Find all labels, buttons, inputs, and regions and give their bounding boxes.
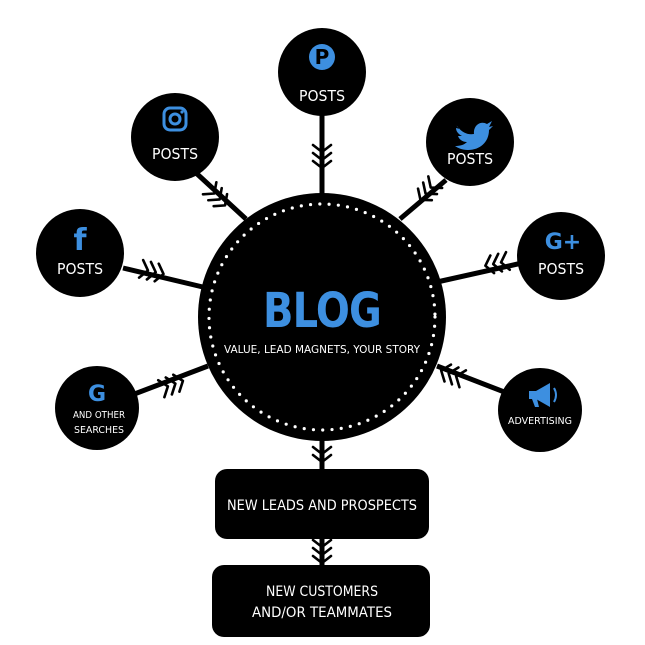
megaphone-icon bbox=[529, 383, 557, 407]
node-facebook: f POSTS bbox=[36, 209, 124, 297]
connectors bbox=[122, 115, 523, 568]
google-label-line1: AND OTHER bbox=[73, 410, 125, 421]
instagram-icon bbox=[162, 106, 188, 132]
connector-facebook bbox=[122, 265, 208, 291]
node-advertising: ADVERTISING bbox=[498, 368, 582, 452]
twitter-label: POSTS bbox=[447, 150, 493, 168]
node-google: G AND OTHER SEARCHES bbox=[55, 366, 139, 450]
customers-box: NEW CUSTOMERS AND/OR TEAMMATES bbox=[212, 565, 430, 637]
instagram-label: POSTS bbox=[152, 145, 198, 163]
facebook-label: POSTS bbox=[57, 260, 103, 278]
pinterest-label: POSTS bbox=[299, 87, 345, 105]
advertising-label: ADVERTISING bbox=[508, 416, 572, 427]
customers-label-line2: AND/OR TEAMMATES bbox=[252, 605, 392, 621]
googleplus-label: POSTS bbox=[538, 260, 584, 278]
google-plus-icon: G+ bbox=[545, 230, 582, 255]
google-label-line2: SEARCHES bbox=[74, 425, 124, 436]
pinterest-icon: P bbox=[309, 44, 335, 70]
svg-text:P: P bbox=[315, 45, 330, 69]
blog-hub: BLOG VALUE, LEAD MAGNETS, YOUR STORY bbox=[198, 193, 446, 441]
node-twitter: POSTS bbox=[426, 98, 514, 186]
leads-label: NEW LEADS AND PROSPECTS bbox=[227, 498, 417, 514]
connector-googleplus bbox=[436, 260, 523, 285]
hub-subtitle: VALUE, LEAD MAGNETS, YOUR STORY bbox=[224, 343, 420, 356]
customers-label-line1: NEW CUSTOMERS bbox=[266, 584, 378, 600]
hub-dotted-ring bbox=[207, 202, 437, 432]
node-pinterest: P POSTS bbox=[278, 28, 366, 116]
node-instagram: POSTS bbox=[131, 93, 219, 181]
hub-title: BLOG bbox=[263, 283, 381, 339]
facebook-icon: f bbox=[73, 223, 87, 258]
node-googleplus: G+ POSTS bbox=[517, 212, 605, 300]
twitter-icon bbox=[455, 121, 493, 150]
connector-google bbox=[123, 363, 209, 401]
connector-advertising bbox=[436, 363, 513, 398]
leads-box: NEW LEADS AND PROSPECTS bbox=[215, 469, 429, 539]
google-icon: G bbox=[88, 382, 106, 407]
